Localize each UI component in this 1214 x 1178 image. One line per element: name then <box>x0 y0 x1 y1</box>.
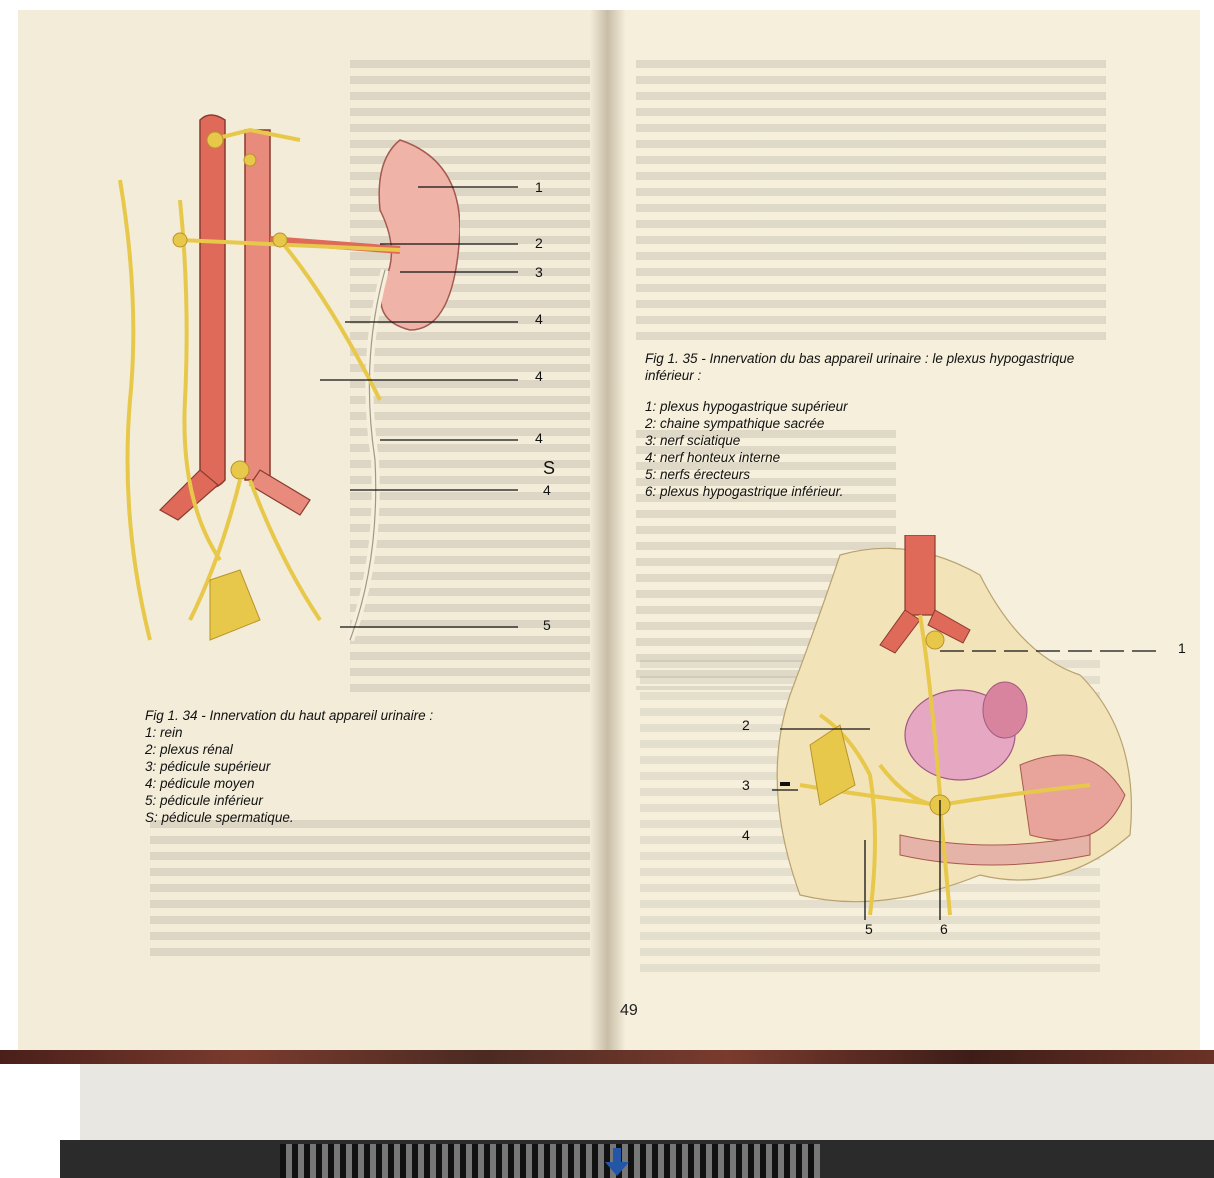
arrow-down-icon <box>605 1148 629 1176</box>
fig35-label-3: 3 <box>742 778 750 792</box>
page-number: 49 <box>620 1002 638 1020</box>
fig35-label-4: 4 <box>742 828 750 842</box>
fig35-label-1: 1 <box>1178 641 1186 655</box>
book-cover-edge <box>0 1050 1214 1064</box>
fig35-label-6: 6 <box>940 922 948 936</box>
scanner-grill <box>280 1144 820 1178</box>
fig35-label-5: 5 <box>865 922 873 936</box>
fig35-label-2: 2 <box>742 718 750 732</box>
